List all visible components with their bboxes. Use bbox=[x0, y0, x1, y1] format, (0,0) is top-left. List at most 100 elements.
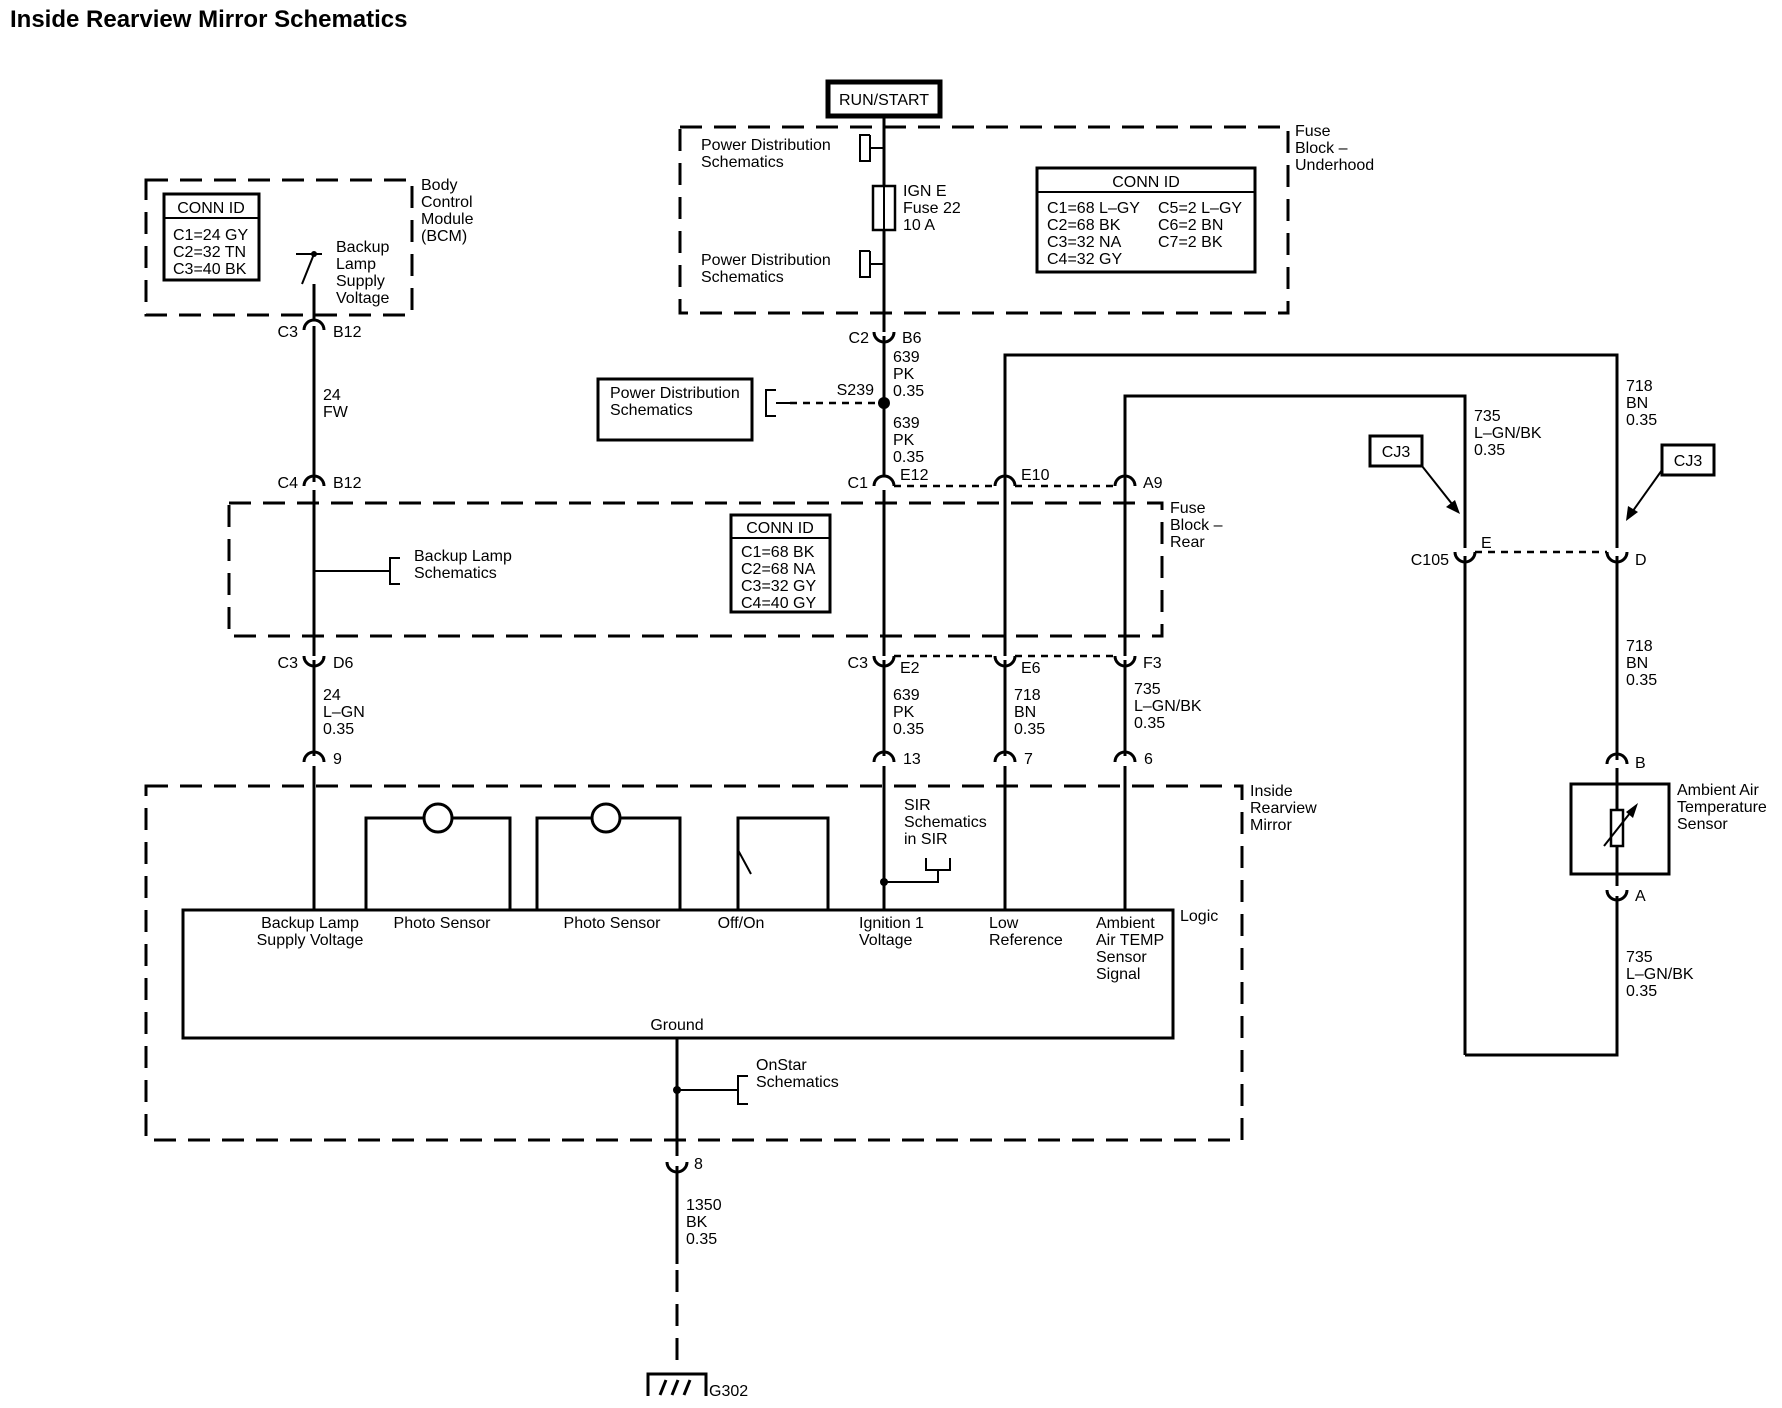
label-line: BN bbox=[1626, 655, 1648, 672]
ground-pin-label: Ground bbox=[650, 1017, 703, 1034]
label-line: Block – bbox=[1295, 140, 1348, 157]
label-line: 0.35 bbox=[1134, 715, 1165, 732]
logic-label: Logic bbox=[1180, 908, 1218, 925]
pin-6 bbox=[1113, 750, 1137, 763]
pin-7-label: 7 bbox=[1024, 751, 1033, 768]
conn-c105: C105 bbox=[1411, 552, 1449, 569]
label-line: Backup Lamp bbox=[261, 915, 359, 932]
label-line: 1350 bbox=[686, 1197, 722, 1214]
label-line: Voltage bbox=[859, 932, 912, 949]
label-line: Body bbox=[421, 177, 457, 194]
label-line: C6=2 BN bbox=[1158, 217, 1223, 234]
label-line: Schematics bbox=[701, 269, 784, 286]
label-line: Mirror bbox=[1250, 817, 1292, 834]
splice-s239-label: S239 bbox=[837, 382, 874, 399]
run-start-box: RUN/START bbox=[825, 79, 943, 119]
label-line: Low bbox=[989, 915, 1019, 932]
fuse-block-underhood bbox=[678, 125, 1290, 315]
label-line: Reference bbox=[989, 932, 1063, 949]
label-line: C3=40 BK bbox=[173, 261, 247, 278]
conn-id-bcm-title: CONN ID bbox=[177, 200, 245, 217]
run-start-label: RUN/START bbox=[839, 92, 929, 109]
label-line: Lamp bbox=[336, 256, 376, 273]
label-line: Ambient Air bbox=[1677, 782, 1759, 799]
label-line: 0.35 bbox=[1626, 412, 1657, 429]
label-line: Schematics bbox=[756, 1074, 839, 1091]
label-line: 24 bbox=[323, 687, 341, 704]
conn-id-underhood-title: CONN ID bbox=[1112, 174, 1180, 191]
label-line: 0.35 bbox=[1626, 672, 1657, 689]
conn-e2: E2 bbox=[900, 660, 920, 677]
conn-f3: F3 bbox=[1143, 655, 1162, 672]
inside-rearview-mirror bbox=[144, 784, 1244, 1142]
pin-6-label: 6 bbox=[1144, 751, 1153, 768]
label-line: in SIR bbox=[904, 831, 948, 848]
logic-block bbox=[181, 908, 1175, 1040]
label-line: Ambient bbox=[1096, 915, 1155, 932]
label-line: C1=68 BK bbox=[741, 544, 815, 561]
cj3-ref-right: CJ3 bbox=[1626, 443, 1716, 521]
label-line: Fuse bbox=[1295, 123, 1331, 140]
ambient-air-temp-sensor bbox=[1569, 782, 1671, 876]
conn-id-rear-title: CONN ID bbox=[746, 520, 814, 537]
conn-c105-d: D bbox=[1635, 552, 1647, 569]
pin-8-label: 8 bbox=[694, 1156, 703, 1173]
label-line: BN bbox=[1014, 704, 1036, 721]
label-line: SIR bbox=[904, 797, 931, 814]
label-line: L–GN/BK bbox=[1134, 698, 1202, 715]
ground-g302-label: G302 bbox=[709, 1383, 748, 1400]
conn-e6: E6 bbox=[1021, 660, 1041, 677]
sensor-pin-a-label: A bbox=[1635, 888, 1646, 905]
label-line: Fuse bbox=[1170, 500, 1206, 517]
photo-sensor-1 bbox=[364, 802, 512, 910]
label-line: 0.35 bbox=[1014, 721, 1045, 738]
cj3-left-label: CJ3 bbox=[1382, 444, 1411, 461]
pin-offon-label: Off/On bbox=[718, 915, 765, 932]
label-line: 0.35 bbox=[323, 721, 354, 738]
label-line: Ignition 1 bbox=[859, 915, 924, 932]
label-line: C4=40 GY bbox=[741, 595, 816, 612]
label-line: Off/On bbox=[718, 915, 765, 932]
label-line: Module bbox=[421, 211, 474, 228]
label-line: C2=68 NA bbox=[741, 561, 816, 578]
label-line: 0.35 bbox=[1474, 442, 1505, 459]
label-line: C3=32 NA bbox=[1047, 234, 1122, 251]
sensor-pin-b bbox=[1605, 752, 1629, 765]
label-line: C1=24 GY bbox=[173, 227, 248, 244]
label-line: Schematics bbox=[701, 154, 784, 171]
label-line: Block – bbox=[1170, 517, 1223, 534]
label-line: Fuse 22 bbox=[903, 200, 961, 217]
label-line: Power Distribution bbox=[701, 137, 831, 154]
label-line: L–GN/BK bbox=[1474, 425, 1542, 442]
conn-e10: E10 bbox=[1021, 467, 1050, 484]
label-line: 0.35 bbox=[686, 1231, 717, 1248]
label-line: Temperature bbox=[1677, 799, 1767, 816]
label-line: BN bbox=[1626, 395, 1648, 412]
label-line: Supply bbox=[336, 273, 385, 290]
conn-c2: C2 bbox=[849, 330, 870, 347]
label-line: Sensor bbox=[1677, 816, 1728, 833]
